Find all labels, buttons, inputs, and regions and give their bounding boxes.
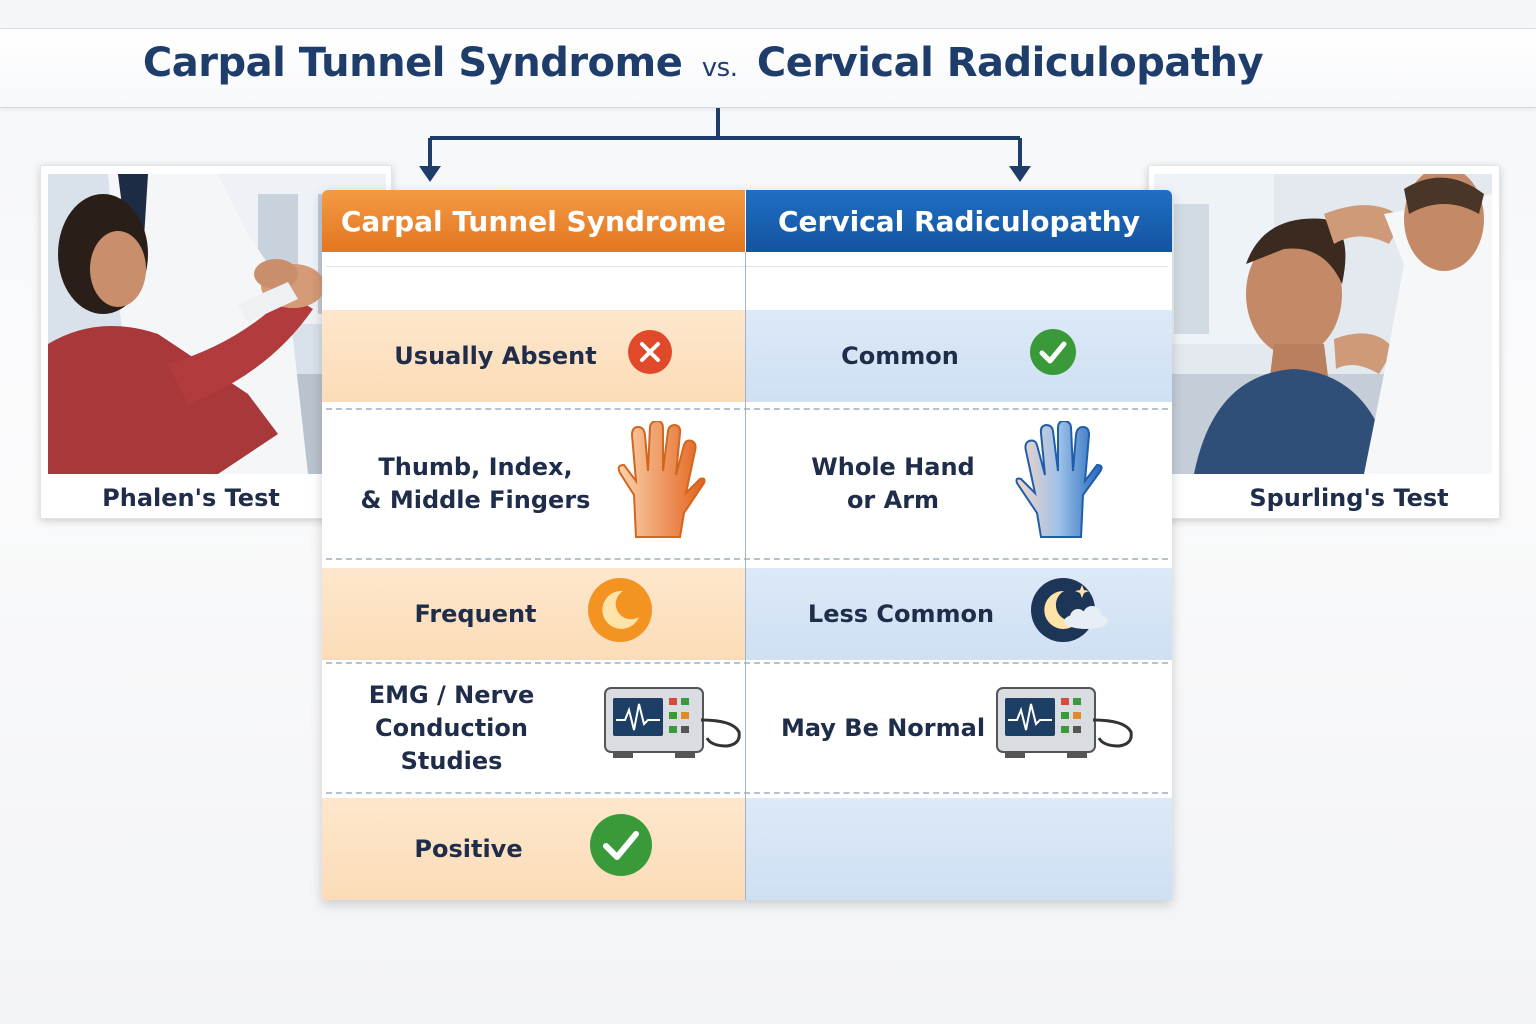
row-divider bbox=[326, 558, 1168, 560]
check-circle-icon bbox=[1029, 328, 1077, 385]
column-header-carpal-tunnel: Carpal Tunnel Syndrome bbox=[322, 190, 745, 252]
row-3-right: Less Common bbox=[746, 568, 1172, 660]
spurlings-test-card: Spurling's Test bbox=[1148, 165, 1500, 519]
row-divider bbox=[326, 792, 1168, 794]
phalens-test-caption: Phalen's Test bbox=[102, 484, 280, 512]
row-5-right bbox=[746, 798, 1172, 900]
row-1-left: Usually Absent bbox=[322, 310, 745, 402]
row-4-right: May Be Normal bbox=[746, 666, 1172, 790]
row-3-left: Frequent bbox=[322, 568, 745, 660]
row-0-left bbox=[322, 252, 745, 310]
row-5-left: Positive bbox=[322, 798, 745, 900]
moon-night-icon bbox=[1030, 577, 1110, 652]
row-divider bbox=[326, 408, 1168, 410]
column-divider bbox=[745, 252, 746, 900]
row-2-right-line-1: Whole Hand bbox=[811, 453, 975, 481]
title-left: Carpal Tunnel Syndrome bbox=[142, 40, 683, 86]
hand-orange-icon bbox=[614, 419, 706, 548]
row-3-right-text: Less Common bbox=[807, 599, 995, 628]
row-4-left-line-1: EMG / Nerve bbox=[368, 680, 535, 709]
comparison-table: Carpal Tunnel Syndrome Cervical Radiculo… bbox=[322, 190, 1172, 900]
emg-monitor-icon bbox=[995, 686, 1137, 771]
row-4-left: EMG / Nerve Conduction Studies bbox=[322, 666, 745, 790]
row-4-right-text: May Be Normal bbox=[780, 713, 986, 742]
moon-orange-icon bbox=[587, 577, 653, 652]
spurlings-test-caption: Spurling's Test bbox=[1249, 484, 1449, 512]
title-bar bbox=[0, 28, 1536, 108]
row-2-left-line-2: & Middle Fingers bbox=[360, 486, 591, 514]
row-5-left-text: Positive bbox=[414, 834, 523, 863]
row-1-right-text: Common bbox=[841, 341, 959, 370]
page-title: Carpal Tunnel Syndrome vs. Cervical Radi… bbox=[0, 40, 1406, 86]
row-0-right bbox=[746, 252, 1172, 310]
row-2-left: Thumb, Index, & Middle Fingers bbox=[322, 412, 745, 556]
row-2-right: Whole Hand or Arm bbox=[746, 412, 1172, 556]
hand-blue-icon bbox=[1015, 419, 1107, 548]
column-header-cervical-radiculopathy: Cervical Radiculopathy bbox=[746, 190, 1172, 252]
row-4-left-text: EMG / Nerve Conduction Studies bbox=[322, 679, 581, 778]
row-3-left-text: Frequent bbox=[414, 599, 537, 628]
row-2-right-line-2: or Arm bbox=[846, 486, 940, 514]
row-2-right-text: Whole Hand or Arm bbox=[811, 451, 974, 517]
connector-arrows bbox=[419, 108, 1031, 182]
title-right: Cervical Radiculopathy bbox=[756, 40, 1264, 86]
check-circle-icon bbox=[589, 813, 653, 886]
row-divider bbox=[326, 662, 1168, 664]
row-4-left-line-2: Conduction Studies bbox=[375, 713, 528, 775]
row-1-right: Common bbox=[746, 310, 1172, 402]
emg-monitor-icon bbox=[603, 686, 745, 771]
row-2-left-text: Thumb, Index, & Middle Fingers bbox=[361, 451, 591, 517]
row-divider bbox=[326, 266, 1168, 267]
title-vs: vs. bbox=[701, 53, 738, 83]
row-1-left-text: Usually Absent bbox=[394, 341, 597, 370]
row-2-left-line-1: Thumb, Index, bbox=[378, 453, 573, 481]
x-circle-icon bbox=[627, 329, 673, 384]
spurlings-test-photo bbox=[1154, 174, 1492, 474]
